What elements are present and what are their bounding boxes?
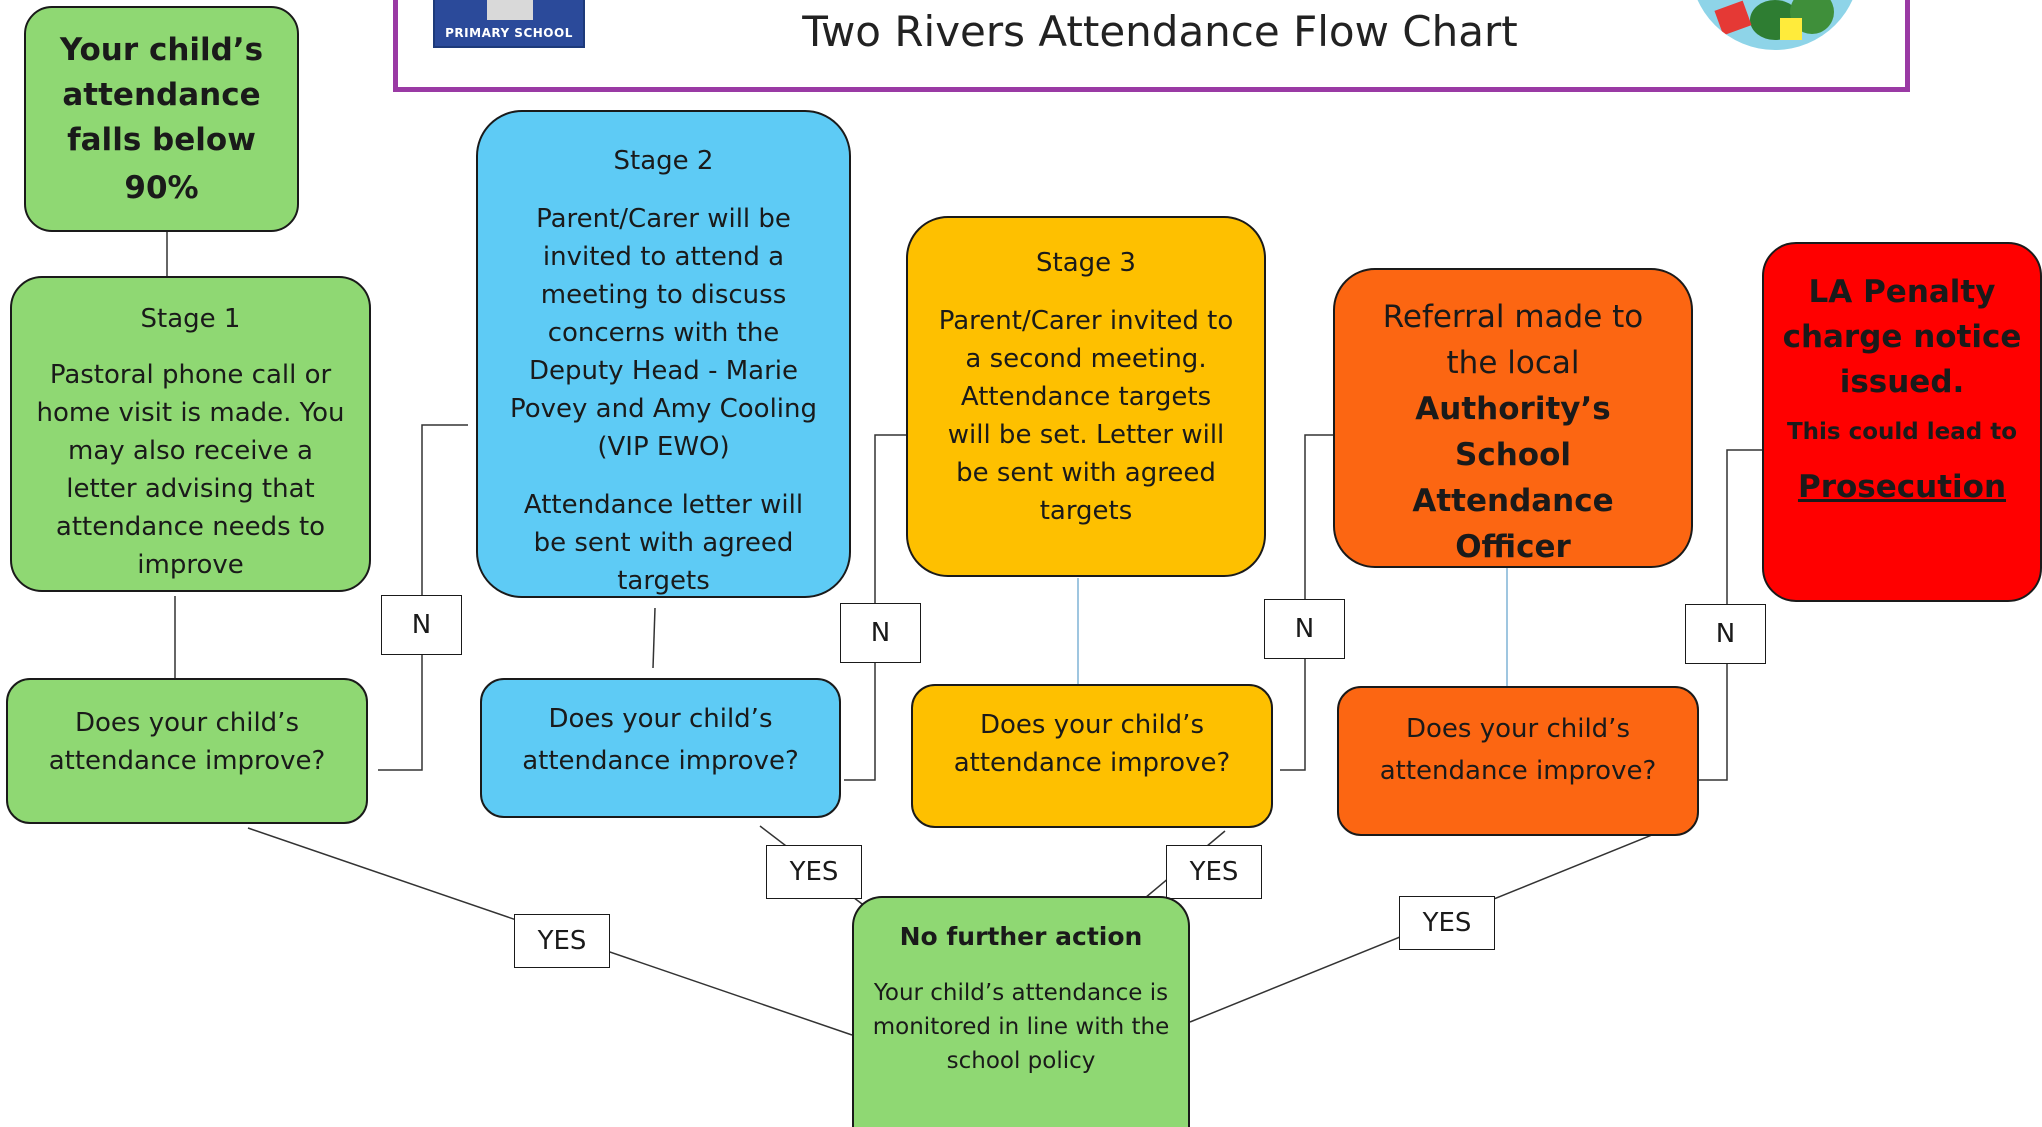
referral-line1: Referral made to the local xyxy=(1382,299,1644,381)
question-box-2: Does your child’s attendance improve? xyxy=(480,678,841,818)
outcome-box: No further action Your child’s attendanc… xyxy=(852,896,1190,1127)
yes-label-4: YES xyxy=(1399,896,1495,950)
page-title: Two Rivers Attendance Flow Chart xyxy=(802,7,1518,56)
question-3-text: Does your child’s attendance improve? xyxy=(953,710,1231,778)
flag-icon xyxy=(1714,0,1752,36)
school-logo-text: PRIMARY SCHOOL xyxy=(445,26,573,40)
yes-label-3: YES xyxy=(1166,845,1262,899)
start-threshold: 90% xyxy=(124,170,199,206)
no-label-4: N xyxy=(1685,604,1766,664)
no-label-1: N xyxy=(381,595,462,655)
school-logo: PRIMARY SCHOOL xyxy=(433,0,585,48)
stage3-body: Parent/Carer invited to a second meeting… xyxy=(938,306,1234,526)
badge-logo xyxy=(1690,0,1860,50)
yes-label-1: YES xyxy=(514,914,610,968)
header-frame xyxy=(393,0,1910,92)
stage1-body: Pastoral phone call or home visit is mad… xyxy=(36,360,345,580)
outcome-title: No further action xyxy=(899,922,1143,951)
stage2-title: Stage 2 xyxy=(613,146,714,176)
no-label-2: N xyxy=(840,603,921,663)
referral-line2: Authority’s School Attendance Officer xyxy=(1412,391,1614,565)
question-box-4: Does your child’s attendance improve? xyxy=(1337,686,1699,836)
question-box-1: Does your child’s attendance improve? xyxy=(6,678,368,824)
yes-label-2: YES xyxy=(766,845,862,899)
stage3-box: Stage 3 Parent/Carer invited to a second… xyxy=(906,216,1266,577)
connector-stage2-q2 xyxy=(652,607,656,669)
question-box-3: Does your child’s attendance improve? xyxy=(911,684,1273,828)
start-box: Your child’s attendance falls below 90% xyxy=(24,6,299,232)
no-label-3: N xyxy=(1264,599,1345,659)
stage1-title: Stage 1 xyxy=(140,304,241,334)
stage2-body2: Attendance letter will be sent with agre… xyxy=(523,490,804,596)
penalty-line1: LA Penalty charge notice issued. xyxy=(1782,274,2022,400)
penalty-line2: This could lead to xyxy=(1786,419,2018,445)
sun-icon xyxy=(1780,18,1802,40)
penalty-line3: Prosecution xyxy=(1797,469,2007,505)
school-building-icon xyxy=(487,0,533,20)
stage2-box: Stage 2 Parent/Carer will be invited to … xyxy=(476,110,851,598)
question-4-text: Does your child’s attendance improve? xyxy=(1379,714,1657,786)
stage1-box: Stage 1 Pastoral phone call or home visi… xyxy=(10,276,371,592)
stage2-body: Parent/Carer will be invited to attend a… xyxy=(509,204,818,462)
referral-box: Referral made to the local Authority’s S… xyxy=(1333,268,1693,568)
outcome-body: Your child’s attendance is monitored in … xyxy=(872,980,1170,1074)
start-text: Your child’s attendance falls below xyxy=(59,32,264,158)
stage3-title: Stage 3 xyxy=(1036,248,1136,278)
penalty-box: LA Penalty charge notice issued. This co… xyxy=(1762,242,2042,602)
question-2-text: Does your child’s attendance improve? xyxy=(522,704,799,776)
question-1-text: Does your child’s attendance improve? xyxy=(48,708,326,776)
